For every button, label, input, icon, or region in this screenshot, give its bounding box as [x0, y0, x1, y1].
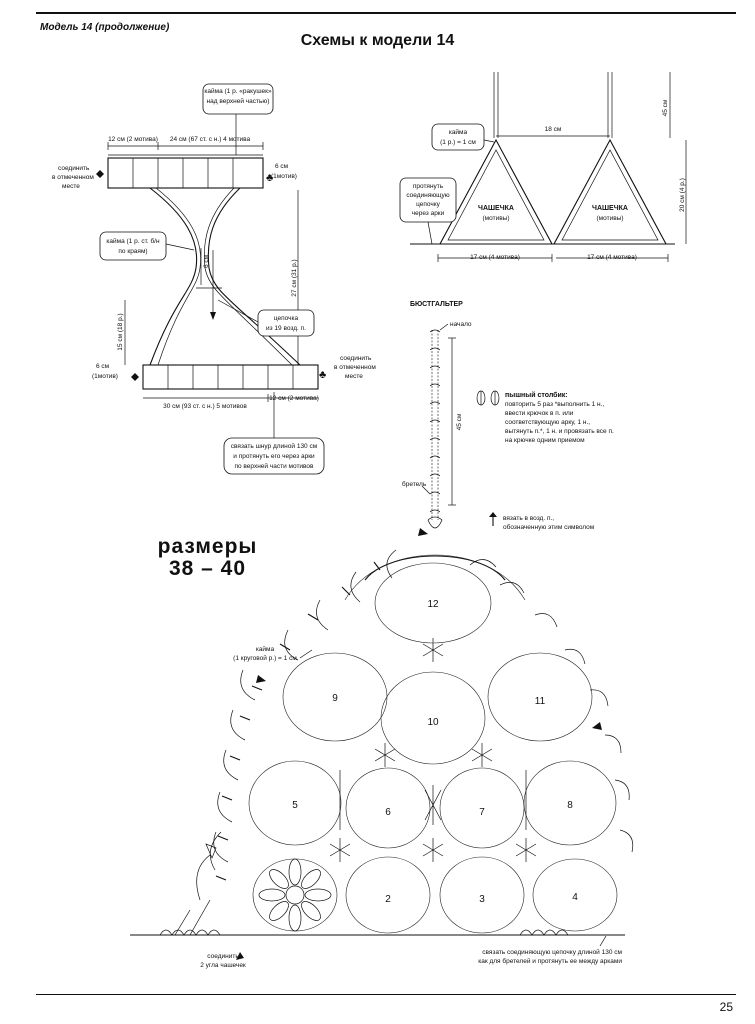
panties-border-note-2: над верхней частью) — [207, 97, 270, 105]
panties-join-right-2: в отмеченном — [334, 364, 376, 371]
cups-pull-note-4: через арки — [412, 210, 445, 217]
panties-bottom-band — [142, 364, 319, 390]
cups-pull-note-3: цепочку — [416, 201, 441, 208]
motif-number-10: 10 — [427, 717, 439, 728]
bra-join-note-1: соединить — [207, 953, 239, 960]
cups-border-bubble — [431, 123, 485, 151]
panties-chain-note-2: из 19 возд. п. — [266, 325, 306, 332]
panties-join-left-2: в отмеченном — [52, 174, 94, 181]
motif-number-3: 3 — [479, 894, 485, 905]
panties-side-border-bubble — [99, 231, 167, 261]
svg-text:вязать в возд. п.,: вязать в возд. п., — [503, 515, 554, 522]
panties-schematic: ♣ ♣ — [96, 142, 326, 402]
panties-join-right-1: соединить — [340, 355, 372, 362]
cups-border-note-1: кайма — [449, 128, 468, 136]
motif-number-8: 8 — [567, 800, 573, 811]
motif-number-7: 7 — [479, 807, 485, 818]
bra-start: начало — [450, 321, 472, 328]
running-title: Модель 14 (продолжение) — [40, 22, 170, 33]
cups-dim-between: 18 см — [545, 126, 562, 133]
bra-strap-chain — [427, 329, 456, 529]
bra-title: БЮСТГАЛЬТЕР — [410, 301, 463, 308]
panties-chain-note-1: цепочка — [274, 315, 299, 322]
panties-side-border-2: по краям) — [118, 248, 147, 255]
panties-dim-bottom-right: 12 см (2 мотива) — [269, 395, 319, 402]
svg-text:(1мотив): (1мотив) — [271, 173, 297, 180]
panties-top-band — [107, 157, 264, 189]
motif-number-11: 11 — [535, 696, 546, 707]
bra-motif-chart — [130, 528, 634, 960]
motif-number-2: 2 — [385, 894, 391, 905]
svg-text:(1мотив): (1мотив) — [92, 373, 118, 380]
svg-text:на крючке одним приемом: на крючке одним приемом — [505, 437, 585, 444]
puff-title: пышный столбик: — [505, 391, 568, 399]
motif-number-6: 6 — [385, 807, 391, 818]
panties-cord-note-2: и протянуть его через арки — [233, 453, 315, 460]
svg-text:соответствующую арку, 1 н.,: соответствующую арку, 1 н., — [505, 419, 590, 426]
motif-number-12: 12 — [427, 599, 439, 610]
panties-chain-bubble — [257, 309, 315, 337]
svg-text:♣: ♣ — [319, 369, 326, 381]
page-number: 25 — [719, 1000, 733, 1014]
cups-dim-strap: 45 см — [662, 99, 669, 116]
panties-dim-lower-height: 15 см (18 р.) — [117, 313, 124, 350]
panties-cord-note-1: связать шнур длиной 130 см — [231, 442, 318, 450]
motif-number-4: 4 — [572, 892, 578, 903]
cup-right-outline — [553, 138, 667, 245]
cup-left-sub: (мотивы) — [482, 215, 509, 222]
bra-strap-length: 45 см — [456, 413, 463, 430]
cups-schematic — [410, 72, 687, 262]
bra-strap-label: бретель — [402, 480, 427, 488]
panties-dim-top-center: 24 см (67 ст. с н.) 4 мотива — [170, 136, 251, 143]
cup-right-sub: (мотивы) — [596, 215, 623, 222]
panties-dim-bottom-left-height: 6 см — [96, 363, 110, 370]
cups-dim-left-width: 17 см (4 мотива) — [470, 254, 520, 261]
cups-border-note-2: (1 р.) = 1 см — [440, 139, 476, 146]
cups-dim-right-width: 17 см (4 мотива) — [587, 254, 637, 261]
motif-number-5: 5 — [292, 800, 298, 811]
panties-left-contour — [149, 187, 198, 366]
panties-dim-top-right-height: 6 см — [275, 163, 289, 170]
cup-left-label: ЧАШЕЧКА — [478, 205, 514, 212]
panties-dim-height: 27 см (31 р.) — [291, 259, 298, 296]
panties-cord-note-3: по верхней части мотивов — [234, 462, 314, 470]
svg-text:♣: ♣ — [266, 172, 273, 184]
footer-rule — [36, 994, 736, 995]
cups-pull-note-2: соединяющую — [406, 192, 449, 199]
page-title: Схемы к модели 14 — [300, 32, 455, 49]
svg-text:вытянуть п.*, 1 н. и провязать: вытянуть п.*, 1 н. и провязать все п. — [505, 428, 614, 435]
cup-right-label: ЧАШЕЧКА — [592, 205, 628, 212]
panties-join-left-1: соединить — [58, 165, 90, 172]
bra-bottom-note-2: как для бретелей и протянуть ее между ар… — [478, 957, 622, 965]
cups-pull-note-1: протянуть — [413, 183, 444, 190]
size-label: размеры 38 – 40 — [120, 536, 295, 580]
motif-number-9: 9 — [332, 693, 338, 704]
panties-join-right-3: месте — [345, 373, 363, 380]
panties-dim-middle: 6 см — [203, 254, 210, 268]
cups-dim-height: 20 см (4 р.) — [679, 178, 686, 212]
svg-text:ввести крючок в п. или: ввести крючок в п. или — [505, 410, 574, 417]
panties-dim-bottom-center: 30 см (93 ст. с н.) 5 мотивов — [163, 403, 247, 410]
panties-border-note-1: кайма (1 р. «ракушек» — [204, 87, 272, 95]
panties-side-border-1: кайма (1 р. ст. б/н — [106, 237, 160, 245]
bra-bottom-note-1: связать соединяющую цепочку длиной 130 с… — [482, 948, 622, 956]
flower-motif — [258, 858, 332, 932]
puff-stitch-symbol-icon — [476, 390, 500, 406]
panties-dim-top-left: 12 см (2 мотива) — [108, 136, 158, 143]
bra-border-note-2: (1 круговой р.) = 1 см — [233, 654, 297, 662]
header-rule — [36, 12, 736, 14]
panties-join-left-3: месте — [62, 183, 80, 190]
bra-border-note-1: кайма — [256, 645, 275, 653]
panties-right-contour — [207, 187, 301, 366]
svg-text:обозначенную этим символом: обозначенную этим символом — [503, 523, 595, 531]
chain-symbol-icon — [489, 512, 497, 526]
size-label-word: размеры — [157, 535, 258, 558]
svg-text:повторить 5 раз *выполнить 1 н: повторить 5 раз *выполнить 1 н., — [505, 401, 604, 408]
bra-join-note-2: 2 угла чашечек — [200, 962, 246, 969]
panties-border-bubble — [202, 83, 274, 115]
cup-left-outline — [439, 138, 553, 245]
size-range: 38 – 40 — [168, 557, 247, 580]
